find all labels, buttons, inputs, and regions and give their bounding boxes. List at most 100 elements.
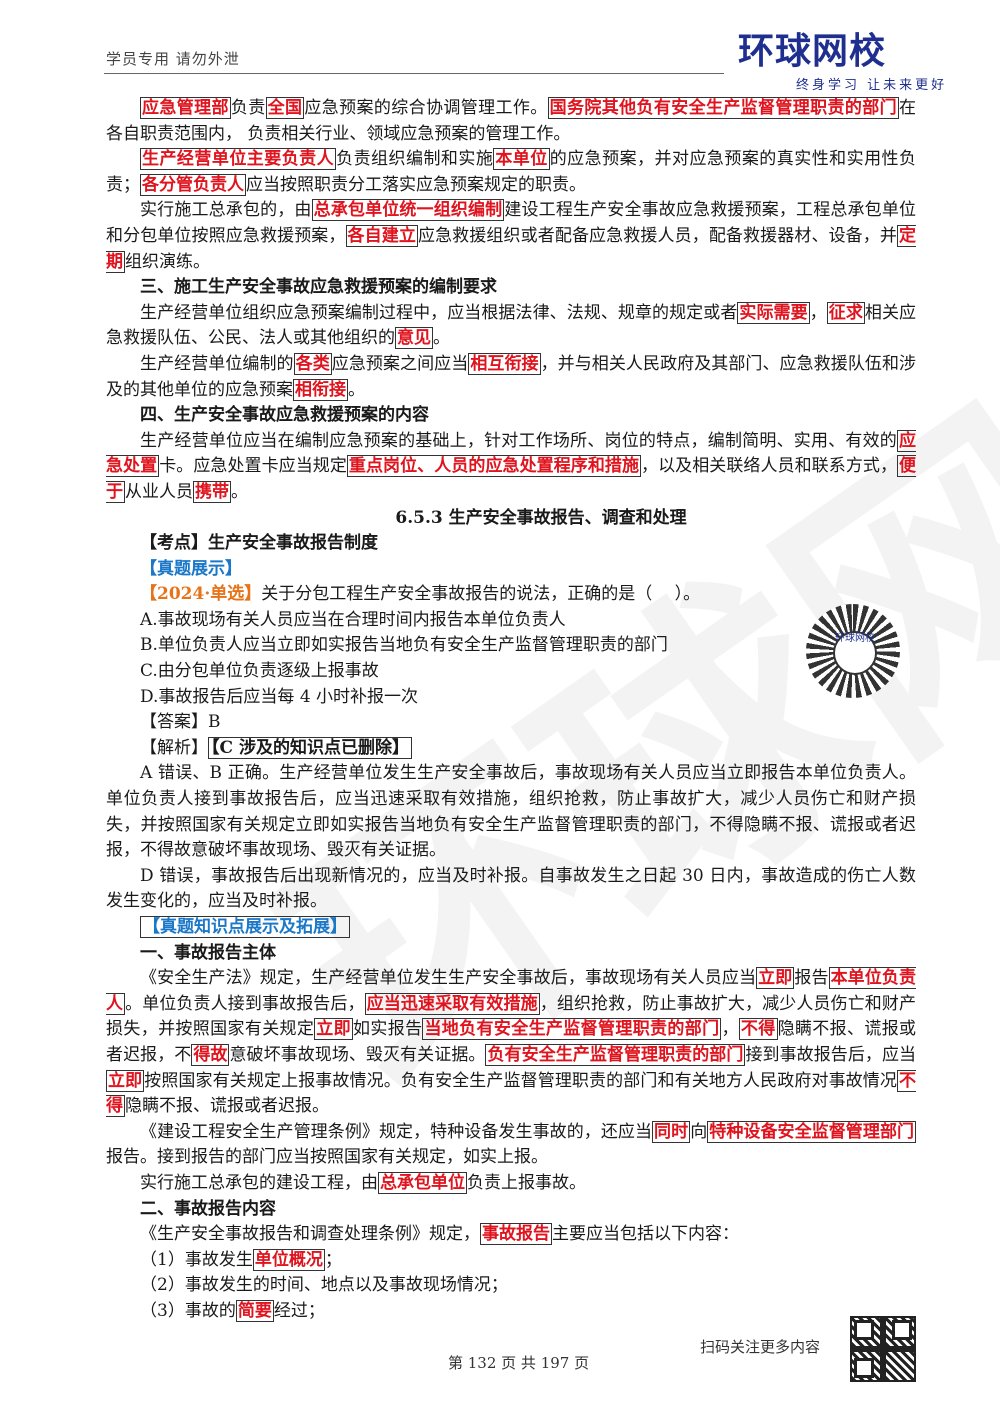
text: 负责上报事故。 [467, 1172, 586, 1193]
highlight: 相衔接 [293, 378, 348, 401]
highlight: 各分管负责人 [140, 173, 246, 196]
question-tag: 【2024·单选】 [140, 584, 262, 605]
option-a: A.事故现场有关人员应当在合理时间内报告本单位负责人 [140, 609, 566, 630]
text: 【解析】 [140, 737, 208, 758]
text: 向 [690, 1121, 708, 1142]
highlight: 应急处置 [106, 429, 916, 478]
highlight: 全国 [265, 97, 305, 119]
kaodian-heading: 【考点】生产安全事故报告制度 [140, 533, 378, 554]
text: ， [809, 302, 827, 323]
text: 接到事故报告后，应当 [745, 1044, 917, 1065]
text: ， [721, 1019, 739, 1040]
paragraph: 《生产安全事故报告和调查处理条例》规定，事故报告主要应当包括以下内容： [106, 1222, 916, 1248]
section-heading: 二、事故报告内容 [140, 1198, 276, 1219]
highlight: 相互衔接 [468, 352, 541, 375]
text: 生产经营单位组织应急预案编制过程中，应当根据法律、法规、规章的规定或者 [140, 302, 738, 323]
logo-slogan: 终身学习 让未来更好 [796, 78, 948, 93]
highlight: 实际需要 [737, 301, 810, 324]
qr-corner [854, 1358, 874, 1378]
expand-heading: 【真题知识点展示及拓展】 [106, 915, 916, 941]
header-notice: 学员专用 请勿外泄 [106, 50, 240, 68]
highlight: 生产经营单位主要负责人 [140, 148, 337, 171]
list-item: （1）事故发生单位概况； [106, 1248, 916, 1274]
paragraph: 生产经营单位主要负责人负责组织编制和实施本单位的应急预案，并对应急预案的真实性和… [106, 147, 916, 198]
text: 。 [433, 328, 450, 349]
highlight: 立即 [106, 1069, 145, 1092]
highlight: 重点岗位、人员的应急处置程序和措施 [346, 455, 642, 478]
list-item: （3）事故的简要经过； [106, 1299, 916, 1325]
text: 在各自职责范围内， 负责相关行业、领域应急预案的管理工作。 [106, 98, 917, 144]
text: 相关应急救援队伍、公民、法人或其他组织的 [106, 302, 917, 349]
text: 应急预案的综合协调管理工作。 [304, 98, 548, 118]
qr-logo: 环球网校 [833, 631, 877, 675]
list-item: （2）事故发生的时间、地点以及事故现场情况； [106, 1273, 916, 1299]
highlight: 应当迅速采取有效措施 [364, 992, 540, 1015]
highlight: 不得 [106, 1069, 916, 1118]
section-heading: 一、事故报告主体 [140, 942, 276, 963]
text: 按照国家有关规定上报事故情况。负有安全生产监督管理职责的部门和有关地方人民政府对… [144, 1070, 897, 1091]
section-heading: 四、生产安全事故应急救援预案的内容 [140, 405, 429, 426]
highlight: 不得 [738, 1018, 778, 1041]
question: 【2024·单选】关于分包工程生产安全事故报告的说法，正确的是（ ）。 [106, 582, 916, 608]
zhenti-heading: 【真题展示】 [140, 558, 242, 579]
paragraph: 生产经营单位编制的各类应急预案之间应当相互衔接，并与相关人民政府及其部门、应急救… [106, 352, 916, 403]
page-content: 应急管理部负责全国应急预案的综合协调管理工作。国务院其他负有安全生产监督管理职责… [106, 96, 916, 1325]
text: ，以及相关联络人员和联系方式， [641, 456, 898, 477]
text: （3）事故的 [140, 1300, 236, 1321]
paragraph: 《安全生产法》规定，生产经营单位发生生产安全事故后，事故现场有关人员应当立即报告… [106, 966, 916, 1120]
text: （1）事故发生 [140, 1249, 253, 1270]
text: 负责组织编制和实施 [336, 149, 494, 170]
page-header: 学员专用 请勿外泄 环球网校 终身学习 让未来更好 [0, 0, 1000, 93]
question-stem: 关于分包工程生产安全事故报告的说法，正确的是（ ）。 [261, 584, 701, 605]
highlight: 征求 [826, 301, 865, 324]
highlight: 携带 [193, 480, 231, 503]
highlight: 本单位负责人 [106, 967, 917, 1015]
answer: 【答案】B [140, 712, 221, 733]
analysis-label: 【解析】【C 涉及的知识点已删除】 [106, 736, 916, 762]
text: 隐瞒不报、谎报或者迟报，不 [106, 1019, 917, 1065]
text: 如实报告 [353, 1019, 423, 1040]
paragraph: 生产经营单位组织应急预案编制过程中，应当根据法律、法规、规章的规定或者实际需要，… [106, 301, 916, 352]
text: 。 [348, 379, 365, 400]
highlight: 简要 [235, 1299, 274, 1322]
highlight: 同时 [652, 1120, 691, 1143]
highlight: 特种设备安全监督管理部门 [707, 1120, 917, 1143]
text: 《建设工程安全生产管理条例》规定，特种设备发生事故的，还应当 [140, 1121, 653, 1142]
text: 应当按照职责分工落实应急预案规定的职责。 [246, 174, 586, 195]
highlight: 定期 [106, 224, 917, 273]
text: 《安全生产法》规定，生产经营单位发生生产安全事故后，事故现场有关人员应当 [140, 968, 757, 989]
option-d: D.事故报告后应当每 4 小时补报一次 [140, 686, 419, 707]
deleted-note: 【C 涉及的知识点已删除】 [208, 736, 412, 759]
highlight: 各自建立 [345, 224, 418, 247]
highlight: 立即 [756, 967, 795, 990]
highlight: 单位概况 [252, 1248, 325, 1271]
highlight: 各类 [293, 352, 332, 375]
text: 隐瞒不报、谎报或者迟报。 [125, 1096, 329, 1117]
qr-corner [854, 1320, 874, 1340]
text: 卡。应急处置卡应当规定 [159, 456, 347, 477]
text: 组织演练。 [125, 251, 210, 272]
paragraph: 生产经营单位应当在编制应急预案的基础上，针对工作场所、岗位的特点，编制简明、实用… [106, 429, 917, 506]
analysis-paragraph: D 错误，事故报告后出现新情况的，应当及时补报。自事故发生之日起 30 日内，事… [106, 865, 916, 912]
text: 实行施工总承包的，由 [140, 200, 312, 221]
text: ，并与相关人民政府及其部门、应急救援队伍和涉及的其他单位的应急预案 [106, 353, 917, 400]
highlight: 国务院其他负有安全生产监督管理职责的部门 [547, 97, 900, 119]
paragraph: 应急管理部负责全国应急预案的综合协调管理工作。国务院其他负有安全生产监督管理职责… [106, 96, 916, 147]
qr-logo-text: 环球网校 [835, 633, 875, 644]
text: 从业人员 [125, 481, 193, 502]
text: ，组织抢救，防止事故扩大，减少人员伤亡和财产损失，并按照国家有关规定 [106, 993, 917, 1040]
option-c: C.由分包单位负责逐级上报事故 [140, 661, 379, 682]
qr-label: 扫码关注更多内容 [700, 1338, 821, 1356]
highlight: 事故报告 [480, 1223, 552, 1246]
option-b: B.单位负责人应当立即如实报告当地负有安全生产监督管理职责的部门 [140, 635, 668, 656]
expand-label: 【真题知识点展示及拓展】 [140, 916, 350, 938]
text: 主要应当包括以下内容： [552, 1224, 739, 1245]
paragraph: 《建设工程安全生产管理条例》规定，特种设备发生事故的，还应当同时向特种设备安全监… [106, 1120, 917, 1171]
text: 意破坏事故现场、毁灭有关证据。 [229, 1044, 486, 1065]
highlight: 本单位 [493, 148, 550, 171]
text: 应急预案之间应当 [331, 353, 469, 374]
highlight: 立即 [314, 1018, 353, 1041]
section-title: 6.5.3 生产安全事故报告、调查和处理 [395, 507, 687, 528]
text: 应急救援组织或者配备应急救援人员，配备救援器材、设备，并 [417, 225, 898, 246]
paragraph: 实行施工总承包的建设工程，由总承包单位负责上报事故。 [106, 1171, 916, 1197]
